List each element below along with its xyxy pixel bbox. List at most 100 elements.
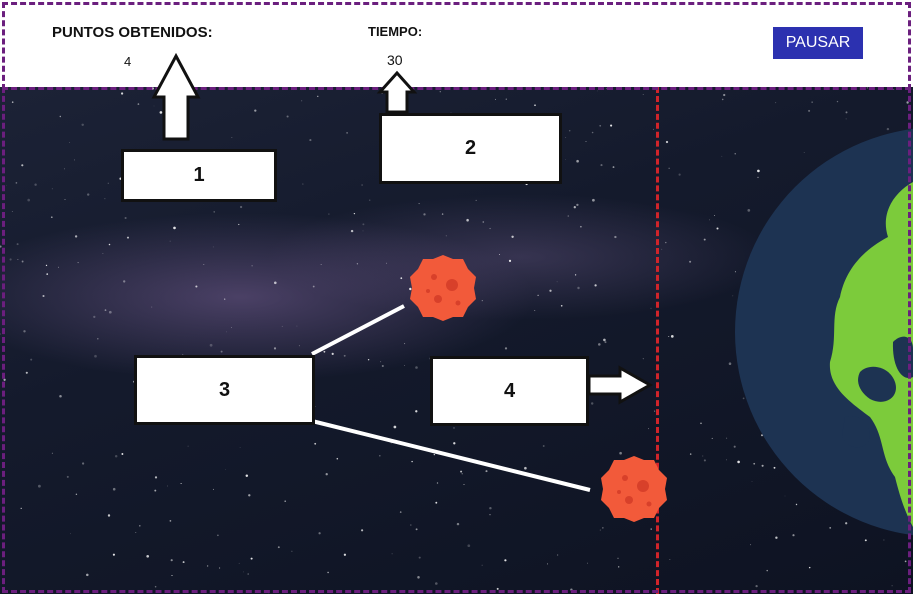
- star: [734, 153, 736, 155]
- star: [318, 532, 321, 535]
- star: [404, 343, 406, 345]
- star: [93, 315, 96, 319]
- star: [753, 462, 756, 465]
- star: [668, 335, 670, 338]
- star: [254, 109, 257, 112]
- star: [277, 546, 280, 549]
- star: [404, 365, 405, 366]
- star: [751, 480, 753, 482]
- star: [327, 571, 329, 574]
- star: [461, 473, 463, 475]
- star: [773, 466, 776, 469]
- star: [346, 132, 348, 134]
- star: [467, 544, 471, 548]
- star: [494, 98, 496, 100]
- star: [51, 452, 53, 454]
- star: [154, 489, 157, 492]
- star: [206, 565, 209, 567]
- star: [94, 354, 97, 358]
- star: [845, 111, 848, 114]
- star: [239, 205, 243, 209]
- star: [678, 173, 681, 176]
- star: [652, 128, 654, 130]
- star: [151, 306, 153, 308]
- star: [114, 455, 118, 458]
- asteroid-icon[interactable]: [599, 454, 669, 524]
- star: [195, 285, 198, 288]
- star: [436, 482, 439, 484]
- star: [325, 473, 328, 476]
- star: [238, 223, 240, 226]
- star: [808, 109, 811, 112]
- star: [169, 520, 172, 522]
- star: [74, 235, 78, 238]
- star: [0, 333, 1, 335]
- star: [750, 544, 752, 546]
- star: [362, 223, 365, 226]
- star: [57, 266, 60, 268]
- pause-button[interactable]: PAUSAR: [773, 27, 863, 59]
- star: [42, 294, 45, 298]
- star: [139, 525, 141, 527]
- star: [757, 176, 759, 179]
- star: [734, 271, 736, 273]
- star: [709, 219, 710, 221]
- star: [220, 350, 223, 353]
- star: [604, 341, 607, 344]
- star: [668, 167, 670, 169]
- star: [226, 331, 227, 333]
- star: [146, 554, 150, 558]
- star: [453, 427, 455, 429]
- star: [343, 553, 347, 556]
- star: [362, 230, 364, 232]
- star: [723, 93, 726, 97]
- star: [700, 422, 702, 425]
- star: [836, 100, 839, 103]
- arrow-right-icon: [587, 365, 654, 405]
- star: [775, 536, 778, 539]
- star: [108, 243, 111, 246]
- star: [169, 240, 171, 242]
- arrow-up-icon: [376, 70, 418, 114]
- asteroid-icon[interactable]: [408, 253, 478, 323]
- star: [209, 343, 213, 347]
- star: [353, 212, 356, 215]
- star: [81, 462, 85, 465]
- star: [219, 567, 221, 569]
- star: [231, 136, 233, 138]
- star: [505, 98, 507, 100]
- defense-line: [656, 87, 659, 594]
- star: [0, 245, 2, 248]
- star: [361, 184, 363, 186]
- star: [585, 140, 587, 142]
- star: [75, 493, 78, 495]
- star: [386, 262, 387, 264]
- star: [864, 539, 867, 542]
- star: [761, 464, 764, 467]
- star: [291, 550, 293, 552]
- star: [50, 216, 53, 219]
- star: [361, 529, 364, 532]
- star: [434, 582, 438, 585]
- star: [761, 434, 763, 437]
- callout-box: 2: [379, 113, 562, 184]
- star: [391, 553, 393, 555]
- star: [602, 527, 604, 529]
- star: [485, 470, 488, 473]
- star: [46, 273, 49, 275]
- star: [665, 140, 669, 144]
- star: [16, 243, 19, 246]
- star: [400, 277, 403, 280]
- star: [742, 397, 745, 400]
- star: [689, 260, 692, 263]
- star: [239, 447, 241, 448]
- star: [803, 152, 805, 153]
- star: [481, 300, 483, 302]
- star: [466, 218, 469, 222]
- star: [6, 184, 7, 186]
- star: [51, 188, 53, 190]
- star: [453, 442, 456, 445]
- star: [66, 475, 69, 478]
- star: [418, 203, 420, 205]
